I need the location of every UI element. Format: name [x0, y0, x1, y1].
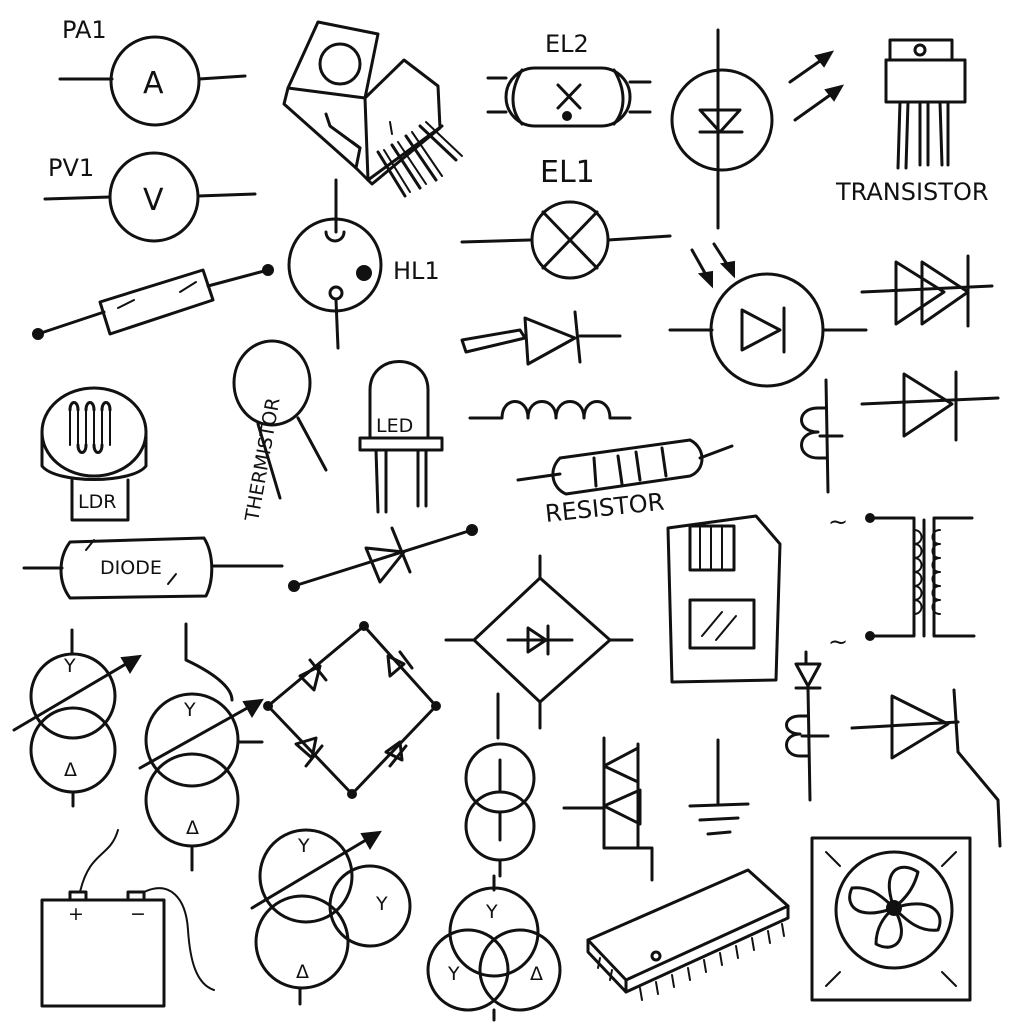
dinistor-symbol: [562, 736, 654, 882]
ammeter-symbol: PA1 A: [58, 16, 247, 127]
inductor-symbol: [468, 400, 632, 420]
label-transistor: TRANSISTOR: [835, 178, 989, 206]
tilde-bottom: ~: [828, 628, 848, 656]
diode-component: [460, 310, 622, 366]
ground-symbol: [688, 738, 750, 836]
double-diode-symbol: [860, 254, 994, 328]
battery-plus: +: [68, 903, 84, 925]
relay-with-diode-symbol: [785, 650, 830, 802]
voltmeter-symbol: PV1 V: [43, 151, 257, 243]
diode-capsule: DIODE: [22, 536, 284, 600]
adjustable-transformer-3: Y Δ Y: [250, 828, 412, 1006]
transformer-symbol: ~ ~: [828, 508, 976, 656]
label-el2: EL2: [545, 30, 589, 58]
label-pa1: PA1: [62, 16, 107, 44]
zener-diode-large: [850, 688, 1002, 848]
adjustable-transformer-1: Y Δ: [12, 628, 142, 808]
tt4-d: Δ: [530, 963, 543, 985]
tt3-y2: Y: [375, 893, 388, 915]
fan-component: [810, 836, 972, 1002]
led-component: LED: [358, 360, 444, 514]
led-in-circle-symbol: [670, 28, 845, 230]
tt1-y: Y: [63, 655, 76, 677]
bridge-rectifier-diamond: [444, 554, 634, 730]
memory-card: [666, 514, 782, 684]
ammeter-letter: A: [143, 66, 164, 101]
tt4-y2: Y: [447, 963, 460, 985]
label-hl1: HL1: [393, 257, 440, 285]
label-ldr: LDR: [78, 491, 116, 513]
fuse-resistor-diagonal: [32, 264, 274, 340]
tilde-top: ~: [828, 508, 848, 536]
ldr-component: LDR: [40, 386, 148, 522]
label-resistor: RESISTOR: [544, 488, 666, 528]
power-transistor-3d: [282, 20, 463, 198]
lamp-el1-symbol: EL1: [460, 155, 672, 280]
label-diode: DIODE: [100, 557, 162, 579]
label-led: LED: [376, 415, 413, 437]
lamp-el2-symbol: EL2: [486, 30, 652, 128]
label-el1: EL1: [540, 155, 595, 190]
battery-component: + −: [40, 829, 215, 1008]
transistor-to220: TRANSISTOR: [835, 38, 989, 206]
adjustable-transformer-2: Y Δ: [138, 622, 264, 872]
indicator-hl1-symbol: HL1: [287, 178, 440, 350]
diode-bridge-symbol: [263, 621, 441, 799]
relay-coil-symbol: [800, 378, 844, 494]
diode-diagonal-symbol: [288, 524, 478, 592]
three-winding-transformer: Y Y Δ: [426, 874, 562, 1022]
ic-chip: [586, 868, 790, 1001]
battery-minus: −: [130, 903, 146, 925]
tt3-y: Y: [297, 835, 310, 857]
label-pv1: PV1: [48, 154, 94, 182]
photodiode-symbol: [668, 242, 868, 388]
current-transformer-symbol: [464, 692, 536, 878]
thermistor-component: THERMISTOR: [232, 339, 328, 524]
tt3-d: Δ: [296, 961, 309, 983]
diode-symbol-right: [860, 370, 1000, 442]
resistor-component: RESISTOR: [516, 438, 734, 528]
tt2-y: Y: [183, 699, 196, 721]
tt4-y: Y: [485, 901, 498, 923]
tt2-d: Δ: [186, 817, 199, 839]
voltmeter-letter: V: [143, 183, 164, 218]
tt1-d: Δ: [64, 759, 77, 781]
